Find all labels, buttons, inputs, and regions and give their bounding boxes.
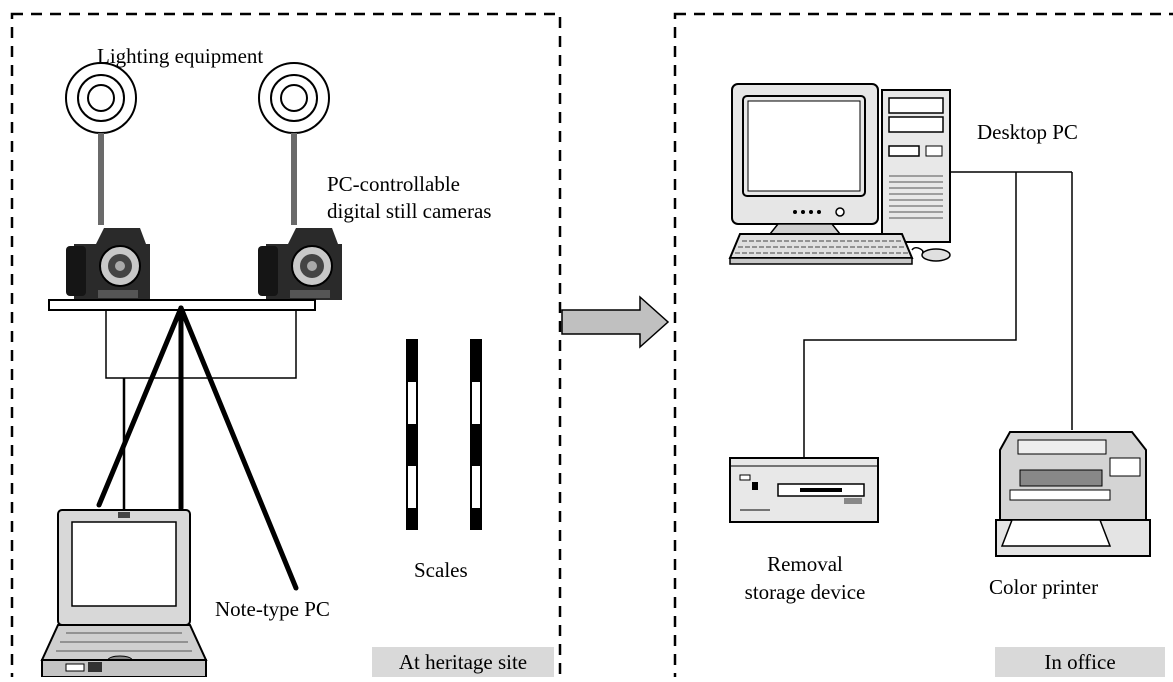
tripod bbox=[96, 305, 299, 591]
heritage-site-tag: At heritage site bbox=[372, 647, 554, 677]
lighting-equipment-label: Lighting equipment bbox=[97, 44, 264, 68]
transfer-arrow bbox=[561, 295, 670, 349]
heritage-site-panel bbox=[10, 12, 562, 682]
office-tag: In office bbox=[995, 647, 1165, 677]
desktop-pc-label: Desktop PC bbox=[977, 120, 1078, 144]
laptop-label: Note-type PC bbox=[215, 597, 330, 621]
office-panel bbox=[673, 12, 1173, 682]
scale-bar-left bbox=[406, 339, 418, 530]
removable-storage-device bbox=[729, 457, 879, 523]
camera-right bbox=[258, 228, 342, 300]
office-cables bbox=[803, 171, 1073, 458]
cameras-label-line1: PC-controllable bbox=[327, 172, 460, 196]
scales-label: Scales bbox=[414, 558, 468, 582]
lighting-equipment-left bbox=[65, 62, 137, 225]
desktop-keyboard bbox=[728, 233, 914, 265]
laptop-pc bbox=[40, 509, 208, 678]
lighting-equipment-right bbox=[258, 62, 330, 225]
storage-label-line1: Removal bbox=[767, 552, 843, 576]
desktop-tower bbox=[881, 89, 951, 243]
desktop-monitor bbox=[731, 83, 879, 235]
storage-label-line2: storage device bbox=[744, 580, 866, 604]
color-printer bbox=[995, 431, 1151, 557]
camera-cable-frame bbox=[105, 310, 297, 379]
camera-left bbox=[66, 228, 150, 300]
desktop-mouse bbox=[911, 247, 951, 262]
color-printer-label: Color printer bbox=[989, 575, 1099, 599]
cameras-label-line2: digital still cameras bbox=[327, 199, 492, 223]
scale-bar-right bbox=[470, 339, 482, 530]
